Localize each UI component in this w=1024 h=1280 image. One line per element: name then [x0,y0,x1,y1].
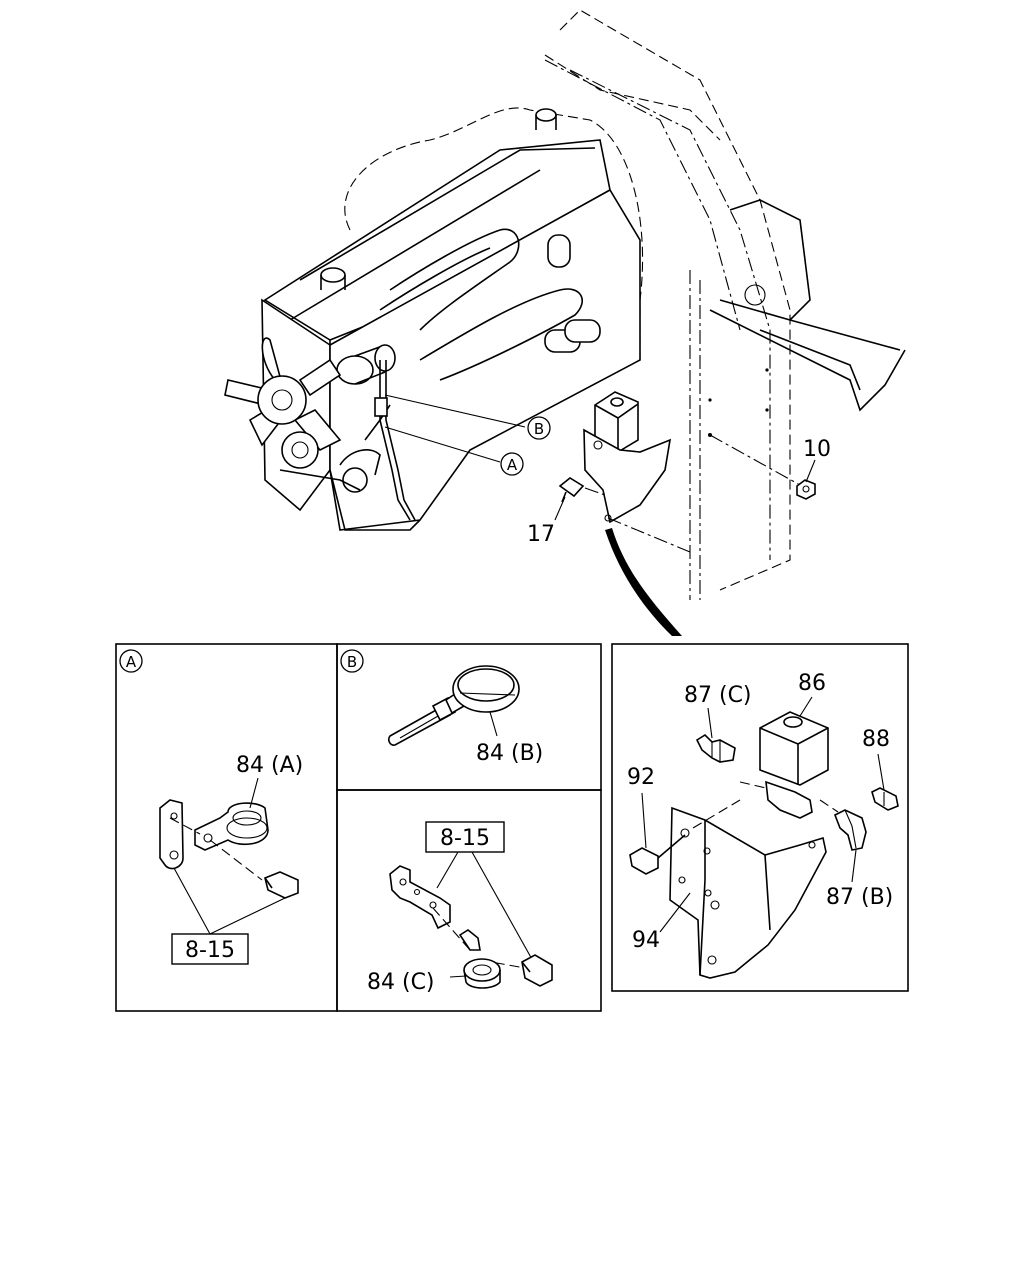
ref-box-a-text: 8-15 [185,938,235,963]
clamp-a-illustration [159,799,299,899]
leader-84c [449,975,467,978]
label-94: 94 [632,928,660,953]
callout-17: 17 [527,522,555,547]
ref-box-b-text: 8-15 [440,826,490,851]
label-86: 86 [798,671,826,696]
leader-a-box-1 [173,867,211,935]
leader-a [384,426,501,463]
leader-87c [707,707,713,739]
leader-84a [249,777,259,809]
label-87b: 87 (B) [826,885,893,910]
leader-88 [877,753,885,791]
panel-b-bottom-frame [336,789,602,1012]
clamp-c-illustration [389,865,553,989]
leader-10 [805,459,816,483]
svg-text:B: B [534,420,544,438]
solenoid-valve-illustration [629,711,899,979]
leader-b-box-2 [471,851,539,971]
label-87c: 87 (C) [684,683,752,708]
panel-valve-frame [611,643,909,992]
leader-87b [851,849,857,883]
callout-a-marker: A [500,452,524,476]
detail-pointer-arrow [605,528,682,636]
svg-text:A: A [126,653,137,671]
svg-text:B: B [347,653,357,671]
engine-illustration [224,107,644,531]
fan [224,337,342,469]
label-84a: 84 (A) [236,753,303,778]
panel-a-ref-marker: A [119,649,143,673]
leader-b-box-1 [436,851,459,889]
chassis-frame [544,9,906,600]
label-84b: 84 (B) [476,741,543,766]
leader-17 [554,496,566,521]
label-88: 88 [862,727,890,752]
leader-94 [659,892,691,933]
leader-84b [489,711,498,737]
leader-86 [799,696,813,717]
ref-box-b [425,821,505,853]
cable-tie-illustration [388,665,520,746]
svg-text:A: A [507,456,518,474]
solenoid-bracket-assembly [558,391,816,553]
leader-92 [641,792,647,849]
callout-10: 10 [803,437,831,462]
leader-a-box-2 [209,897,286,935]
label-92: 92 [627,765,655,790]
ref-box-a [171,933,249,965]
panel-b-ref-marker: B [340,649,364,673]
panel-b-top-frame [336,643,602,791]
label-84c: 84 (C) [367,970,435,995]
leader-b [384,394,526,428]
callout-b-marker: B [527,416,551,440]
